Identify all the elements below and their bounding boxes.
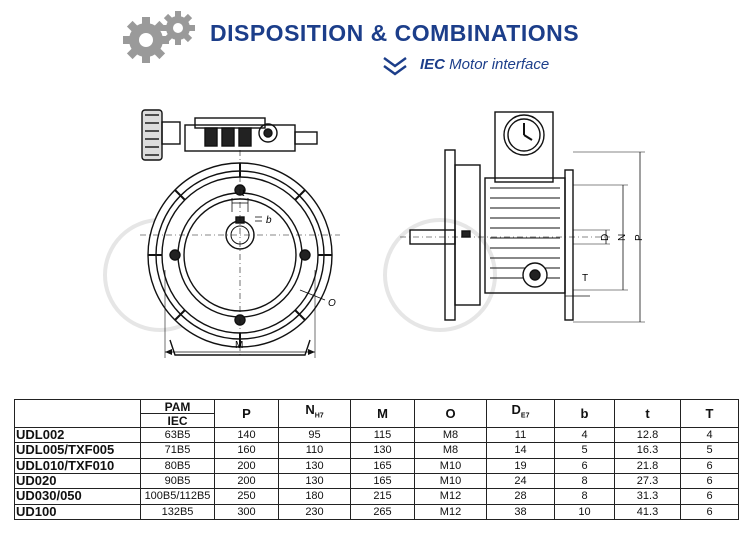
header-t: t xyxy=(614,399,681,428)
cell-p: 200 xyxy=(214,457,279,474)
cell-iec: 80B5 xyxy=(140,457,215,474)
cell-o: M8 xyxy=(414,426,487,444)
header-tt: T xyxy=(680,399,739,428)
cell-tt: 6 xyxy=(680,472,739,490)
cell-t: 16.3 xyxy=(614,442,681,459)
cell-m: 165 xyxy=(350,472,415,490)
cell-p: 200 xyxy=(214,472,279,490)
cell-tt: 6 xyxy=(680,503,739,521)
cell-b: 10 xyxy=(554,503,615,521)
front-label-t: t xyxy=(242,188,246,199)
cell-n: 230 xyxy=(278,503,351,521)
header-b: b xyxy=(554,399,615,428)
header-p: P xyxy=(214,399,279,428)
front-view-drawing xyxy=(140,109,340,358)
gears-icon xyxy=(123,11,195,63)
cell-n: 130 xyxy=(278,457,351,474)
cell-t: 12.8 xyxy=(614,426,681,444)
table-row: UD030/050 100B5/112B5 250 180 215 M12 28… xyxy=(14,488,739,505)
page-title: DISPOSITION & COMBINATIONS xyxy=(210,20,580,46)
cell-d: 14 xyxy=(486,442,555,459)
front-label-m: M xyxy=(235,340,243,351)
side-label-n: N xyxy=(617,234,628,241)
cell-b: 8 xyxy=(554,488,615,505)
cell-m: 215 xyxy=(350,488,415,505)
cell-m: 265 xyxy=(350,503,415,521)
cell-p: 160 xyxy=(214,442,279,459)
header-iec: IEC xyxy=(140,413,215,428)
cell-tt: 6 xyxy=(680,457,739,474)
cell-n: 110 xyxy=(278,442,351,459)
cell-tt: 5 xyxy=(680,442,739,459)
cell-o: M10 xyxy=(414,457,487,474)
page-header: DISPOSITION & COMBINATIONS IEC Motor int… xyxy=(0,0,750,90)
cell-d: 11 xyxy=(486,426,555,444)
cell-iec: 63B5 xyxy=(140,426,215,444)
double-chevron-down-icon xyxy=(383,57,407,76)
cell-iec: 100B5/112B5 xyxy=(140,488,215,505)
side-label-d: D xyxy=(600,234,611,241)
cell-b: 4 xyxy=(554,426,615,444)
cell-o: M12 xyxy=(414,503,487,521)
table-row: UD020 90B5 200 130 165 M10 24 8 27.3 6 xyxy=(14,472,739,490)
side-view-drawing xyxy=(400,111,645,323)
cell-m: 130 xyxy=(350,442,415,459)
header-d: DE7 xyxy=(486,399,555,428)
cell-model: UDL005/TXF005 xyxy=(14,442,141,459)
side-label-t: T xyxy=(582,273,588,284)
header-m: M xyxy=(350,399,415,428)
table-row: UDL005/TXF005 71B5 160 110 130 M8 14 5 1… xyxy=(14,442,739,459)
cell-n: 130 xyxy=(278,472,351,490)
side-label-p: P xyxy=(634,234,645,241)
page-subtitle: IEC Motor interface xyxy=(420,56,549,73)
cell-n: 180 xyxy=(278,488,351,505)
cell-d: 28 xyxy=(486,488,555,505)
cell-iec: 132B5 xyxy=(140,503,215,521)
cell-p: 300 xyxy=(214,503,279,521)
cell-tt: 6 xyxy=(680,488,739,505)
cell-d: 38 xyxy=(486,503,555,521)
cell-tt: 4 xyxy=(680,426,739,444)
technical-drawings: t b O M xyxy=(103,109,645,358)
cell-b: 6 xyxy=(554,457,615,474)
cell-o: M12 xyxy=(414,488,487,505)
cell-d: 19 xyxy=(486,457,555,474)
cell-t: 21.8 xyxy=(614,457,681,474)
cell-m: 115 xyxy=(350,426,415,444)
header-o: O xyxy=(414,399,487,428)
cell-model: UDL002 xyxy=(14,426,141,444)
header-pam: PAM xyxy=(140,399,215,414)
cell-t: 41.3 xyxy=(614,503,681,521)
cell-t: 27.3 xyxy=(614,472,681,490)
table-row: UD100 132B5 300 230 265 M12 38 10 41.3 6 xyxy=(14,503,739,521)
cell-p: 140 xyxy=(214,426,279,444)
cell-p: 250 xyxy=(214,488,279,505)
cell-o: M8 xyxy=(414,442,487,459)
cell-d: 24 xyxy=(486,472,555,490)
cell-iec: 90B5 xyxy=(140,472,215,490)
cell-model: UD100 xyxy=(14,503,141,521)
cell-iec: 71B5 xyxy=(140,442,215,459)
cell-model: UD020 xyxy=(14,472,141,490)
subtitle-rest: Motor interface xyxy=(445,56,550,73)
cell-model: UD030/050 xyxy=(14,488,141,505)
front-label-o: O xyxy=(328,298,336,309)
cell-t: 31.3 xyxy=(614,488,681,505)
cell-b: 5 xyxy=(554,442,615,459)
header-model xyxy=(14,399,141,428)
cell-n: 95 xyxy=(278,426,351,444)
subtitle-bold: IEC xyxy=(420,56,446,73)
table-row: UDL010/TXF010 80B5 200 130 165 M10 19 6 … xyxy=(14,457,739,474)
spec-table: PAM P NH7 M O DE7 b t T IEC UDL002 63B5 … xyxy=(14,399,739,521)
cell-b: 8 xyxy=(554,472,615,490)
cell-o: M10 xyxy=(414,472,487,490)
header-n: NH7 xyxy=(278,399,351,428)
cell-model: UDL010/TXF010 xyxy=(14,457,141,474)
front-label-b: b xyxy=(266,215,272,226)
table-row: UDL002 63B5 140 95 115 M8 11 4 12.8 4 xyxy=(14,426,739,444)
cell-m: 165 xyxy=(350,457,415,474)
